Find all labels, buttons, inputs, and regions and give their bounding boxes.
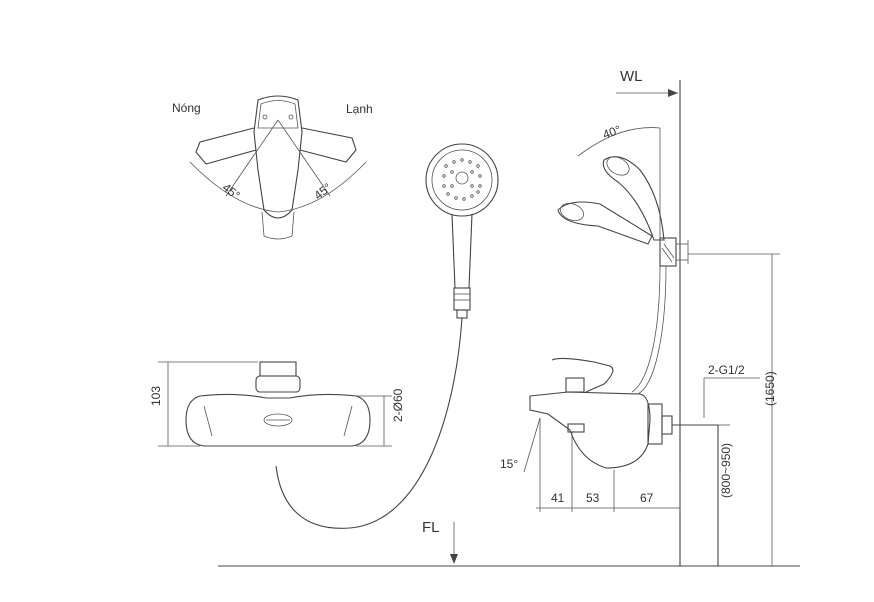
cold-label: Lạnh (346, 102, 373, 116)
angle-tilt-label: 40° (601, 122, 623, 141)
side-view: WL FL 40° (218, 68, 800, 567)
connection-label: 2-G1/2 (708, 363, 745, 377)
mixer-front-view: 103 2-Ø60 (149, 361, 405, 447)
fl-label: FL (422, 519, 440, 536)
side-handle-base (565, 377, 585, 393)
dim-diameter-label: 2-Ø60 (391, 388, 405, 422)
angle-right-label: 45° (311, 180, 334, 202)
shower-hose (275, 317, 463, 529)
spray-nozzles (442, 158, 482, 201)
dim-1650-label: (1650) (763, 371, 777, 406)
dim-67-label: 67 (640, 491, 654, 505)
handle-top-view: Nóng Lạnh 45° 45° (172, 95, 373, 240)
angle-left-label: 45° (220, 180, 243, 202)
dim-41-label: 41 (551, 491, 565, 505)
hot-label: Nóng (172, 101, 201, 115)
wl-label: WL (620, 68, 643, 85)
spout-angle-label: 15° (500, 457, 518, 471)
dim-53-label: 53 (586, 491, 600, 505)
dim-800-950-label: (800~950) (719, 443, 733, 498)
dim-103-label: 103 (149, 386, 163, 406)
hand-shower-front (425, 143, 499, 319)
shower-holder (659, 237, 677, 267)
